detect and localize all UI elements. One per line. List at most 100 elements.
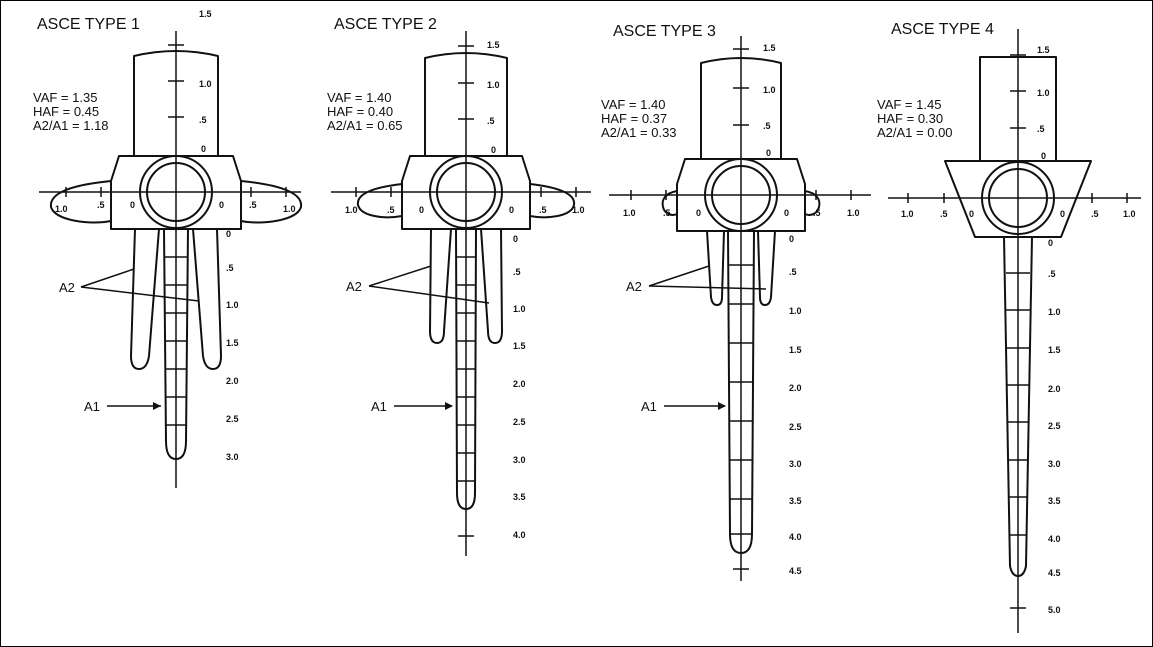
top-tick-label: 1.5 xyxy=(487,40,500,50)
depth-tick-label: 2.0 xyxy=(226,376,239,386)
left-lobe xyxy=(661,190,678,216)
top-tick-label: 0 xyxy=(491,145,496,155)
depth-tick-label: 4.5 xyxy=(789,566,802,576)
panel-type-1: ASCE TYPE 1 VAF = 1.35 HAF = 0.45 A2/A1 … xyxy=(33,9,303,488)
right-lobe xyxy=(529,183,576,219)
top-bulb-shape xyxy=(700,57,782,160)
left-tick-label: .5 xyxy=(387,205,395,215)
left-tick-label: 1.0 xyxy=(901,209,914,219)
a2-leader-line xyxy=(80,286,200,302)
depth-tick-label: .5 xyxy=(226,263,234,273)
a1-stem xyxy=(455,228,477,510)
panel-title: ASCE TYPE 3 xyxy=(613,23,716,40)
haf-value: HAF = 0.37 xyxy=(601,111,667,126)
a2-leader-line xyxy=(368,265,432,287)
a2-lobe-right xyxy=(480,228,503,344)
pipe-inner xyxy=(988,168,1048,228)
a1-stem xyxy=(163,228,189,460)
top-tick-label: 0 xyxy=(766,148,771,158)
depth-tick-label: 4.0 xyxy=(513,530,526,540)
depth-tick-label: 2.0 xyxy=(1048,384,1061,394)
depth-tick-label: 2.0 xyxy=(789,383,802,393)
depth-tick-label: 3.0 xyxy=(789,459,802,469)
a1-stem-divisions xyxy=(456,256,476,482)
left-tick-label: 1.0 xyxy=(55,204,68,214)
a1-stem-divisions xyxy=(728,264,754,535)
a2-leader-line xyxy=(368,285,490,304)
pipe-inner xyxy=(436,162,496,222)
depth-tick-label: 0 xyxy=(789,234,794,244)
right-tick-label: .5 xyxy=(813,208,821,218)
right-tick-label: .5 xyxy=(249,200,257,210)
left-lobe xyxy=(49,180,112,224)
top-bulb-shape xyxy=(979,56,1057,162)
a1-label: A1 xyxy=(371,399,387,414)
depth-tick-label: .5 xyxy=(1048,269,1056,279)
a2-lobe-left xyxy=(130,228,160,370)
depth-tick-label: 1.0 xyxy=(1048,307,1061,317)
pipe-cap xyxy=(401,155,531,230)
a2-lobe-left xyxy=(429,228,452,344)
depth-tick-label: 3.5 xyxy=(513,492,526,502)
panel-title: ASCE TYPE 2 xyxy=(334,16,437,33)
depth-tick-label: 0 xyxy=(1048,238,1053,248)
axis-ticks xyxy=(907,54,1128,609)
top-tick-label: 1.0 xyxy=(1037,88,1050,98)
vaf-value: VAF = 1.40 xyxy=(601,97,665,112)
top-bulb-shape xyxy=(424,52,508,157)
pipe-outer xyxy=(429,155,503,229)
vaf-value: VAF = 1.40 xyxy=(327,90,391,105)
depth-tick-label: 0 xyxy=(226,229,231,239)
depth-tick-label: 5.0 xyxy=(1048,605,1061,615)
top-tick-label: 1.5 xyxy=(199,9,212,19)
top-tick-label: 0 xyxy=(1041,151,1046,161)
right-tick-label: 0 xyxy=(784,208,789,218)
a2-label: A2 xyxy=(626,279,642,294)
pipe-outer xyxy=(981,161,1055,235)
top-tick-label: .5 xyxy=(763,121,771,131)
depth-tick-label: 1.5 xyxy=(513,341,526,351)
left-tick-label: 1.0 xyxy=(623,208,636,218)
arrowhead-icon xyxy=(718,402,726,410)
a1-stem-divisions xyxy=(164,256,188,426)
pipe-outer xyxy=(704,158,778,232)
top-tick-label: 1.5 xyxy=(763,43,776,53)
a1-label: A1 xyxy=(641,399,657,414)
a2-a1-ratio: A2/A1 = 0.65 xyxy=(327,118,403,133)
depth-tick-label: 0 xyxy=(513,234,518,244)
top-bulb-shape xyxy=(133,50,219,157)
a2-lobe-right xyxy=(757,230,776,306)
right-tick-label: .5 xyxy=(1091,209,1099,219)
vaf-value: VAF = 1.35 xyxy=(33,90,97,105)
top-tick-label: 1.0 xyxy=(199,79,212,89)
a2-leader-line xyxy=(80,268,135,288)
pipe-cap xyxy=(676,158,806,232)
haf-value: HAF = 0.30 xyxy=(877,111,943,126)
arrowhead-icon xyxy=(445,402,453,410)
axis-ticks xyxy=(630,48,852,570)
depth-tick-label: 1.5 xyxy=(789,345,802,355)
panel-type-4: ASCE TYPE 4 VAF = 1.45 HAF = 0.30 A2/A1 … xyxy=(877,21,1141,633)
a2-a1-ratio: A2/A1 = 0.33 xyxy=(601,125,677,140)
depth-tick-label: 2.5 xyxy=(789,422,802,432)
left-tick-label: 0 xyxy=(696,208,701,218)
haf-value: HAF = 0.40 xyxy=(327,104,393,119)
depth-tick-label: 2.0 xyxy=(513,379,526,389)
top-tick-label: .5 xyxy=(487,116,495,126)
left-tick-label: 0 xyxy=(969,209,974,219)
depth-tick-label: 2.5 xyxy=(226,414,239,424)
depth-tick-label: 3.0 xyxy=(1048,459,1061,469)
top-tick-label: 1.0 xyxy=(487,80,500,90)
panel-title: ASCE TYPE 1 xyxy=(37,16,140,33)
a2-a1-ratio: A2/A1 = 1.18 xyxy=(33,118,109,133)
panel-type-2: ASCE TYPE 2 VAF = 1.40 HAF = 0.40 A2/A1 … xyxy=(327,16,591,556)
a1-stem xyxy=(1003,236,1033,577)
depth-tick-label: 4.0 xyxy=(789,532,802,542)
top-tick-label: .5 xyxy=(1037,124,1045,134)
top-tick-label: 0 xyxy=(201,144,206,154)
depth-tick-label: 2.5 xyxy=(1048,421,1061,431)
right-tick-label: 0 xyxy=(509,205,514,215)
depth-tick-label: 3.5 xyxy=(789,496,802,506)
